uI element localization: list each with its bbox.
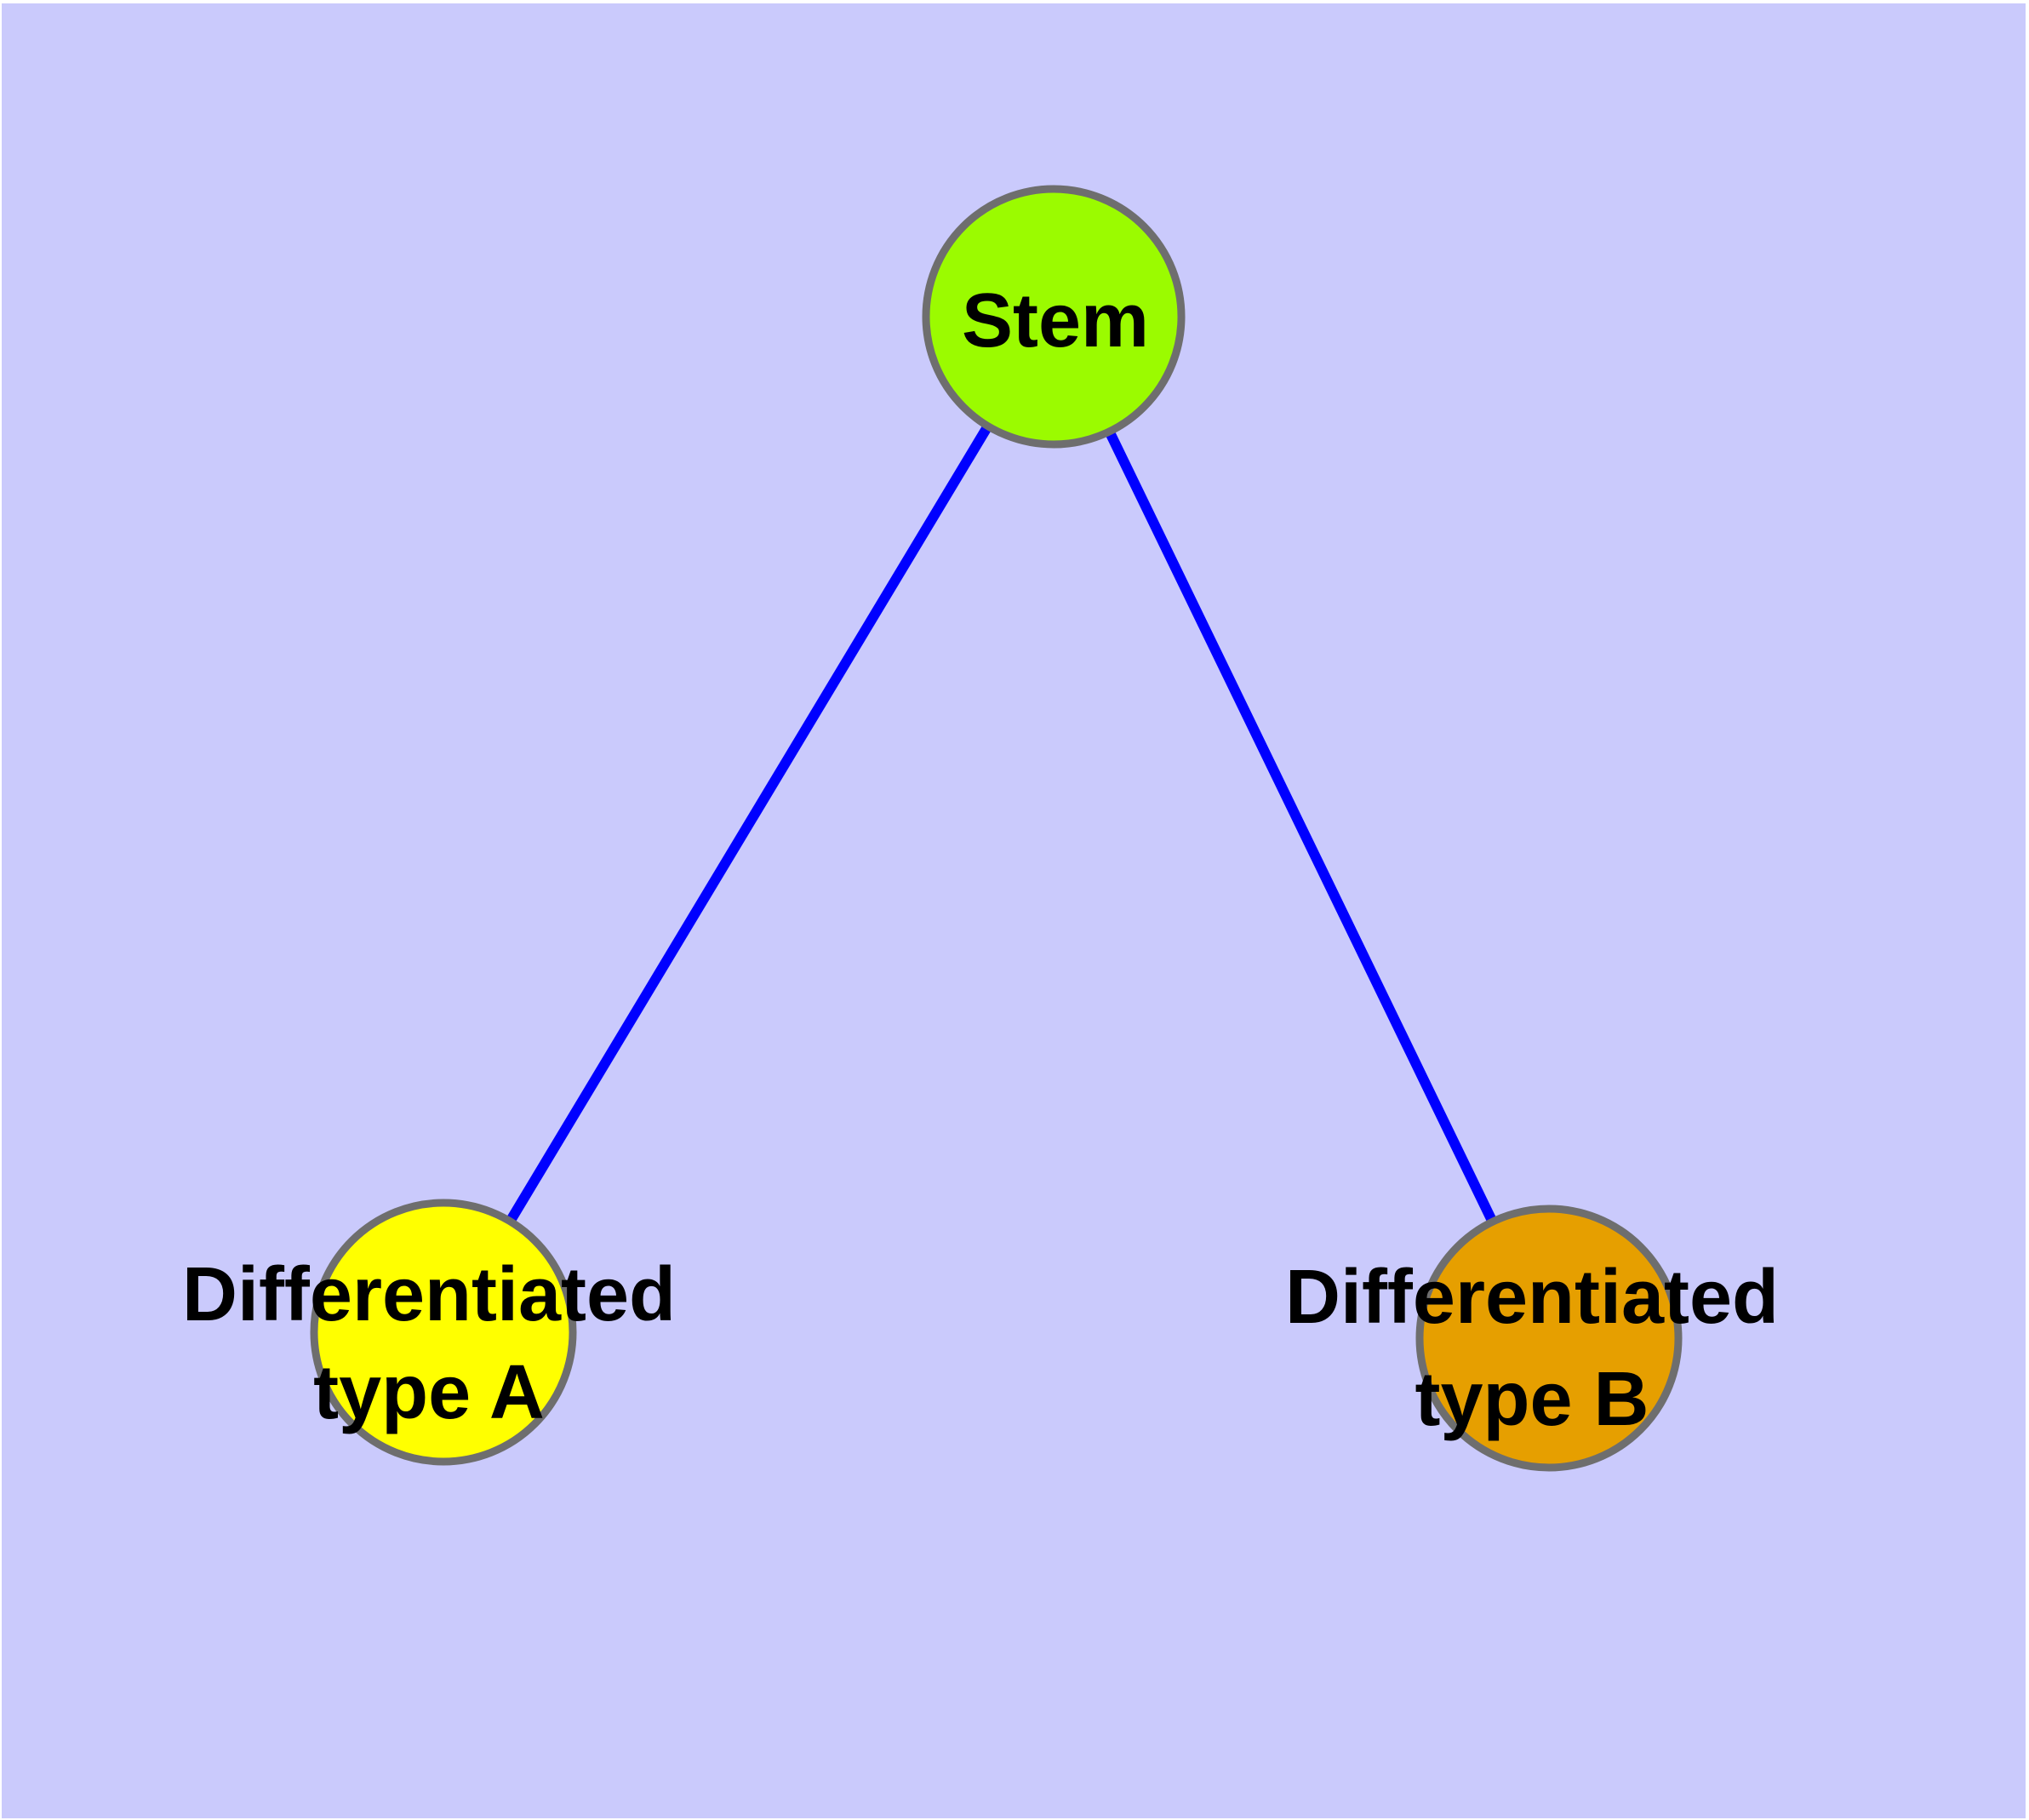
edge-stem-typeA xyxy=(438,313,1059,1336)
node-label-line: Stem xyxy=(962,278,1149,363)
node-label-line: Differentiated xyxy=(182,1252,676,1337)
node-label-typeB: Differentiated type B xyxy=(1285,1255,1779,1442)
node-label-stem: Stem xyxy=(962,278,1149,363)
node-circle-typeB xyxy=(1415,1205,1683,1472)
node-label-typeA: Differentiated type A xyxy=(182,1252,676,1435)
node-typeA: Differentiated type A xyxy=(182,1199,676,1466)
node-typeB: Differentiated type B xyxy=(1285,1205,1779,1472)
node-label-line: type A xyxy=(313,1350,545,1435)
node-label-line: type B xyxy=(1415,1357,1649,1442)
node-circle-typeA xyxy=(310,1199,577,1466)
edge-stem-typeB xyxy=(1049,314,1554,1341)
node-stem: Stem xyxy=(922,185,1186,449)
node-circle-stem xyxy=(922,185,1186,449)
node-label-line: Differentiated xyxy=(1285,1255,1779,1340)
